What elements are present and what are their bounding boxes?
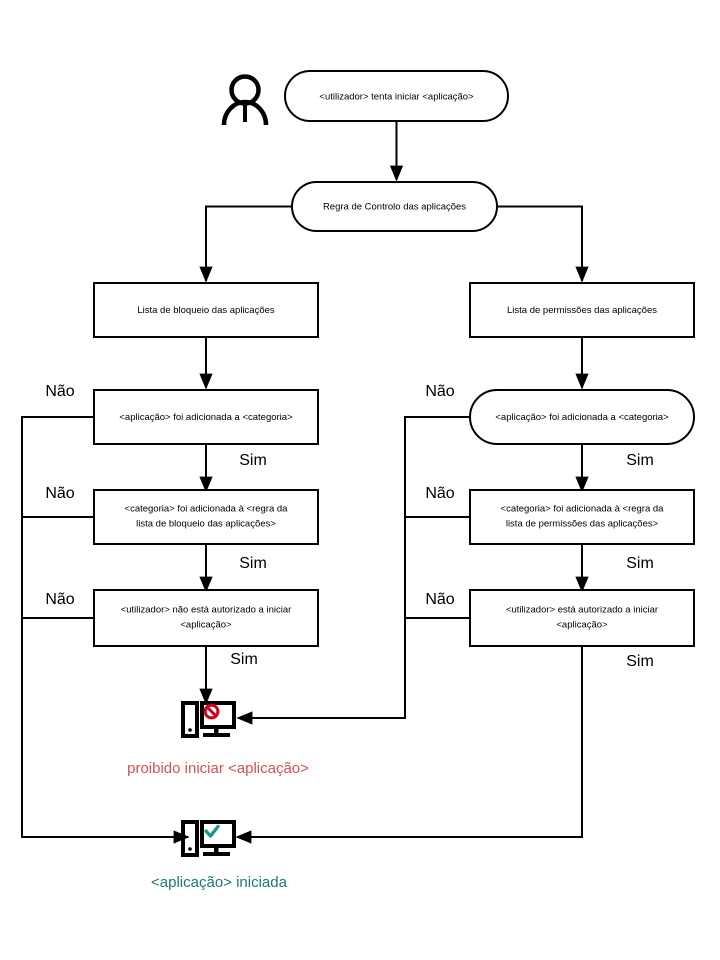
edge-label-right-yes-1: Sim: [626, 452, 654, 469]
node-deny-user-auth-line1: <utilizador> não está autorizado a inici…: [121, 605, 292, 616]
edge-rule-to-deny-list: [199, 205, 292, 283]
edge-label-right-no-1: Não: [425, 383, 454, 400]
node-deny-app-category-label: <aplicação> foi adicionada a <categoria>: [119, 412, 293, 423]
node-rule: Regra de Controlo das aplicações: [291, 181, 498, 232]
edge-label-left-no-1: Não: [45, 383, 74, 400]
node-start: <utilizador> tenta iniciar <aplicação>: [284, 70, 509, 122]
node-deny-user-auth: <utilizador> não está autorizado a inici…: [93, 589, 319, 647]
node-allow-user-auth-line1: <utilizador> está autorizado a iniciar: [506, 605, 658, 616]
edge-label-left-yes-3: Sim: [230, 651, 258, 668]
edge-label-right-no-2: Não: [425, 485, 454, 502]
node-rule-label: Regra de Controlo das aplicações: [323, 202, 466, 213]
edge-label-right-no-3: Não: [425, 591, 454, 608]
node-deny-list: Lista de bloqueio das aplicações: [93, 282, 319, 338]
node-allow-category-rule-line1: <categoria> foi adicionada à <regra da: [501, 504, 665, 515]
node-deny-user-auth-line2: <aplicação>: [180, 620, 232, 631]
edge-label-left-yes-1: Sim: [239, 452, 267, 469]
computer-blocked-icon: [181, 701, 236, 738]
user-actor-icon: [221, 74, 269, 126]
node-allow-user-auth-line2: <aplicação>: [556, 620, 608, 631]
node-allow-user-auth: <utilizador> está autorizado a iniciar <…: [469, 589, 695, 647]
node-allow-category-rule-line2: lista de permissões das aplicações>: [506, 519, 659, 530]
node-deny-category-rule: <categoria> foi adicionada à <regra da l…: [93, 489, 319, 545]
node-deny-category-rule-line2: lista de bloqueio das aplicações>: [136, 519, 276, 530]
edge-label-left-no-2: Não: [45, 485, 74, 502]
node-allow-list-label: Lista de permissões das aplicações: [507, 305, 657, 316]
edge-label-right-yes-2: Sim: [626, 555, 654, 572]
node-allow-app-category-label: <aplicação> foi adicionada a <categoria>: [495, 412, 669, 423]
node-allow-category-rule: <categoria> foi adicionada à <regra da l…: [469, 489, 695, 545]
edge-allow-user-auth-yes-to-allowed: [235, 646, 583, 844]
edge-rule-to-allow-list: [497, 205, 589, 283]
edge-left-no-trunk: [21, 416, 190, 844]
node-deny-app-category: <aplicação> foi adicionada a <categoria>: [93, 389, 319, 445]
node-deny-category-rule-line1: <categoria> foi adicionada à <regra da: [125, 504, 289, 515]
node-deny-list-label: Lista de bloqueio das aplicações: [137, 305, 275, 316]
node-allow-app-category: <aplicação> foi adicionada a <categoria>: [469, 389, 695, 445]
edge-label-left-yes-2: Sim: [239, 555, 267, 572]
edge-label-left-no-3: Não: [45, 591, 74, 608]
edge-label-right-yes-3: Sim: [626, 653, 654, 670]
denied-outcome-label: proibido iniciar <aplicação>: [127, 760, 309, 777]
node-allow-list: Lista de permissões das aplicações: [469, 282, 695, 338]
computer-allowed-icon: [181, 820, 236, 857]
allowed-outcome-label: <aplicação> iniciada: [151, 874, 288, 891]
edge-right-no-trunk: [236, 416, 470, 725]
node-start-label: <utilizador> tenta iniciar <aplicação>: [319, 92, 474, 103]
